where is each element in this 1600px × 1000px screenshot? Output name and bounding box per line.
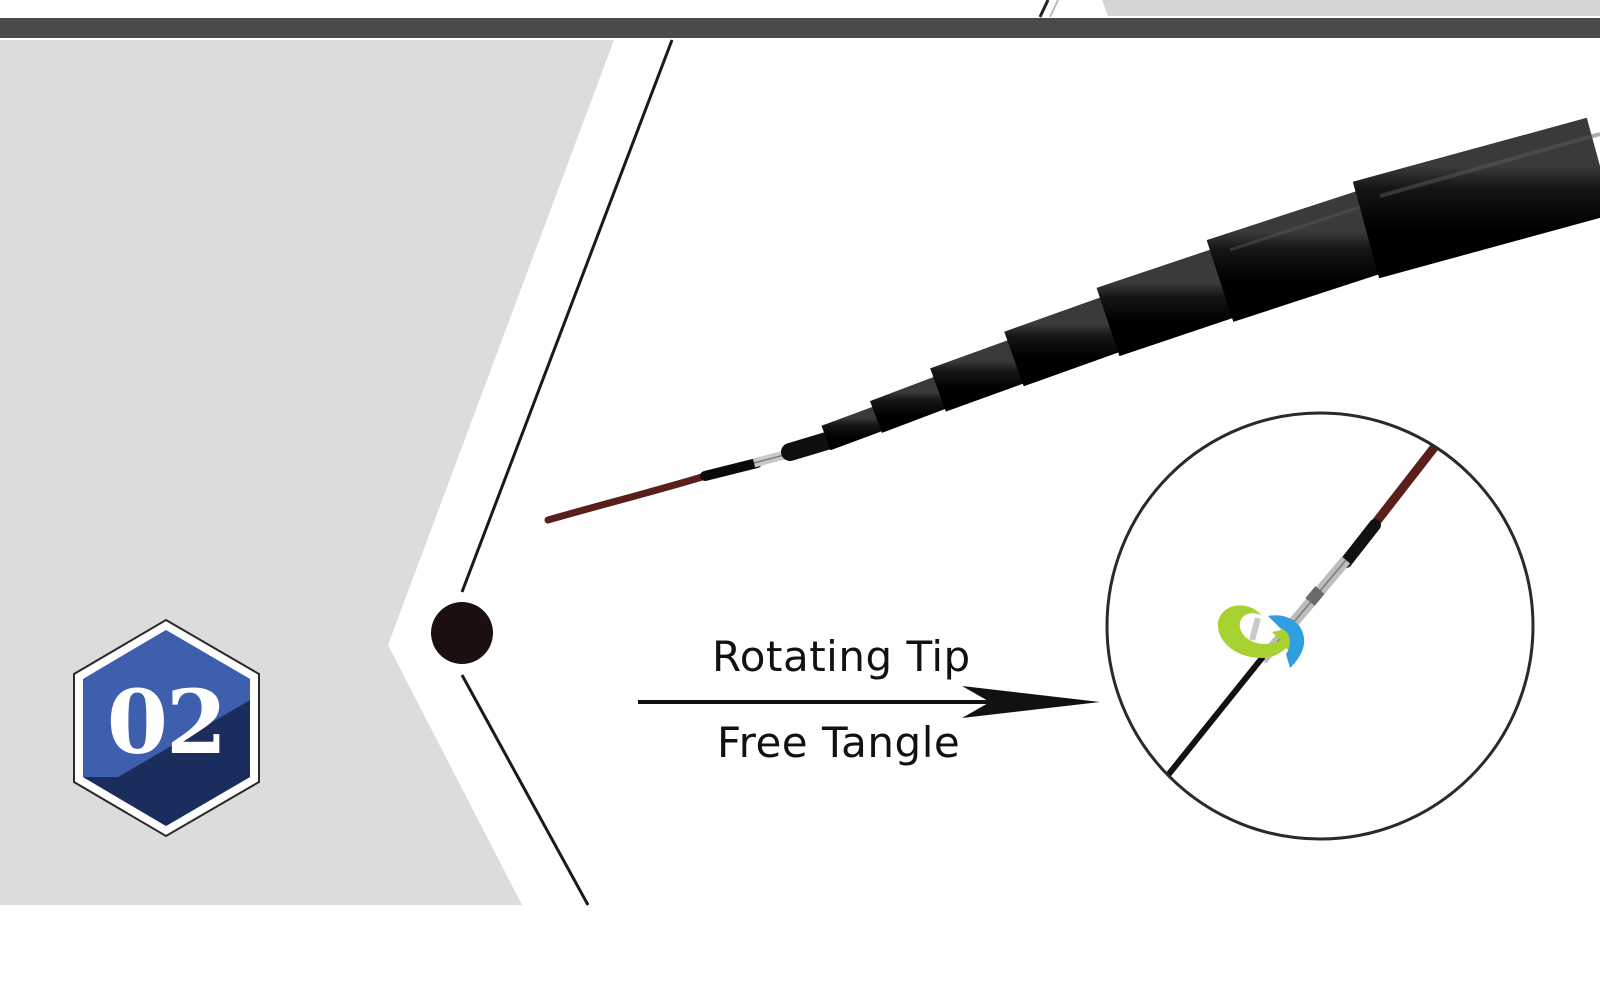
telescopic-rod xyxy=(544,117,1600,524)
badge-number: 02 xyxy=(106,670,227,774)
top-bar xyxy=(0,18,1600,38)
feature-label-rotating-tip: Rotating Tip xyxy=(712,632,971,681)
magnified-circle-detail xyxy=(1105,411,1535,841)
rotation-arrows-icon xyxy=(1217,605,1305,668)
arrow-pointer xyxy=(638,686,1100,718)
hexagon-badge xyxy=(73,618,260,838)
top-strip xyxy=(1038,0,1600,18)
divider-line-upper xyxy=(460,39,674,593)
divider-line-lower xyxy=(460,674,590,906)
dot-marker xyxy=(431,602,493,664)
feature-label-free-tangle: Free Tangle xyxy=(717,718,961,767)
